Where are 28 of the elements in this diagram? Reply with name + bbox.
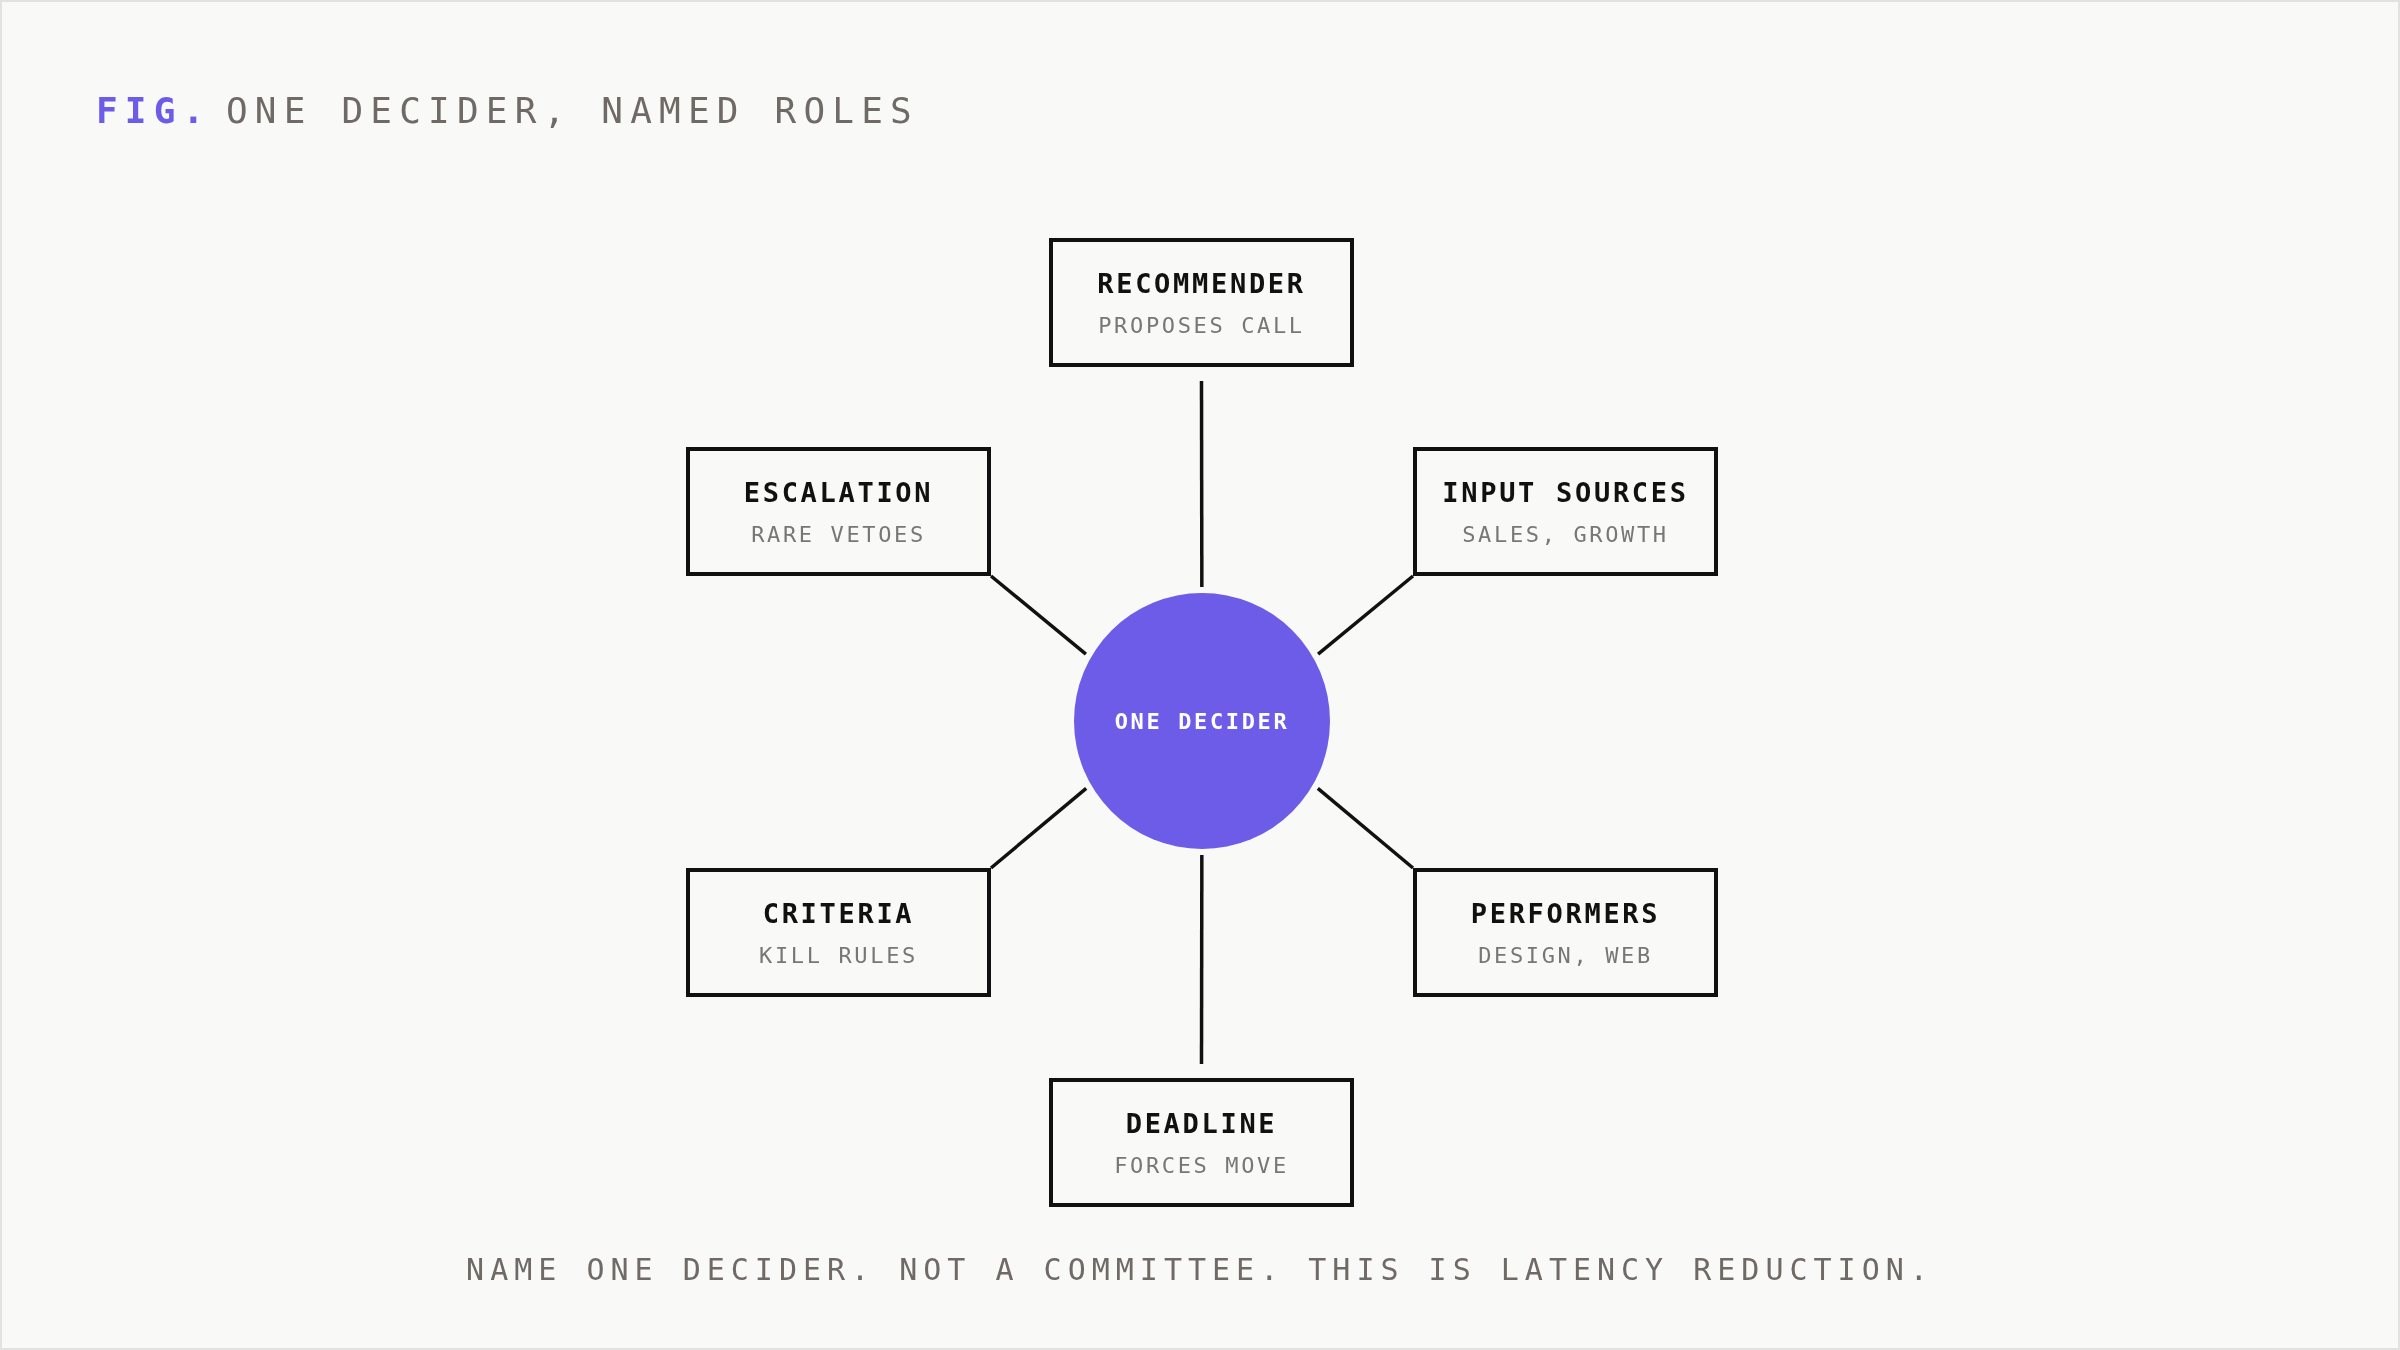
role-title: CRITERIA bbox=[762, 897, 915, 929]
role-box bbox=[686, 868, 991, 997]
connector-line bbox=[1199, 381, 1204, 587]
role-title: DEADLINE bbox=[1125, 1107, 1278, 1139]
role-box bbox=[1413, 868, 1718, 997]
connector-line bbox=[1317, 574, 1415, 656]
connector-line bbox=[989, 787, 1088, 870]
role-title: PERFORMERS bbox=[1470, 897, 1661, 929]
role-title: RECOMMENDER bbox=[1097, 267, 1306, 299]
role-description: FORCES MOVE bbox=[1114, 1152, 1289, 1178]
caption: NAME ONE DECIDER. NOT A COMMITTEE. THIS IS LATENCY REDUCTION. bbox=[465, 1252, 1935, 1287]
title: ONE DECIDER, NAMED ROLES bbox=[226, 90, 919, 131]
role-description: KILL RULES bbox=[759, 942, 918, 968]
figure-tag: FIG. bbox=[96, 90, 212, 131]
role-description: PROPOSES CALL bbox=[1098, 312, 1305, 338]
role-description: DESIGN, WEB bbox=[1478, 942, 1653, 968]
role-box bbox=[1413, 447, 1718, 576]
node-label: ONE DECIDER bbox=[1114, 708, 1290, 734]
role-title: INPUT SOURCES bbox=[1442, 476, 1689, 508]
role-box bbox=[1049, 238, 1354, 367]
role-description: SALES, GROWTH bbox=[1462, 521, 1669, 547]
connector-line bbox=[1316, 787, 1415, 870]
role-title: ESCALATION bbox=[743, 476, 934, 508]
connector-line bbox=[1199, 855, 1204, 1064]
role-box bbox=[686, 447, 991, 576]
role-description: RARE VETOES bbox=[751, 521, 926, 547]
connector-line bbox=[989, 574, 1087, 656]
role-box bbox=[1049, 1078, 1354, 1207]
